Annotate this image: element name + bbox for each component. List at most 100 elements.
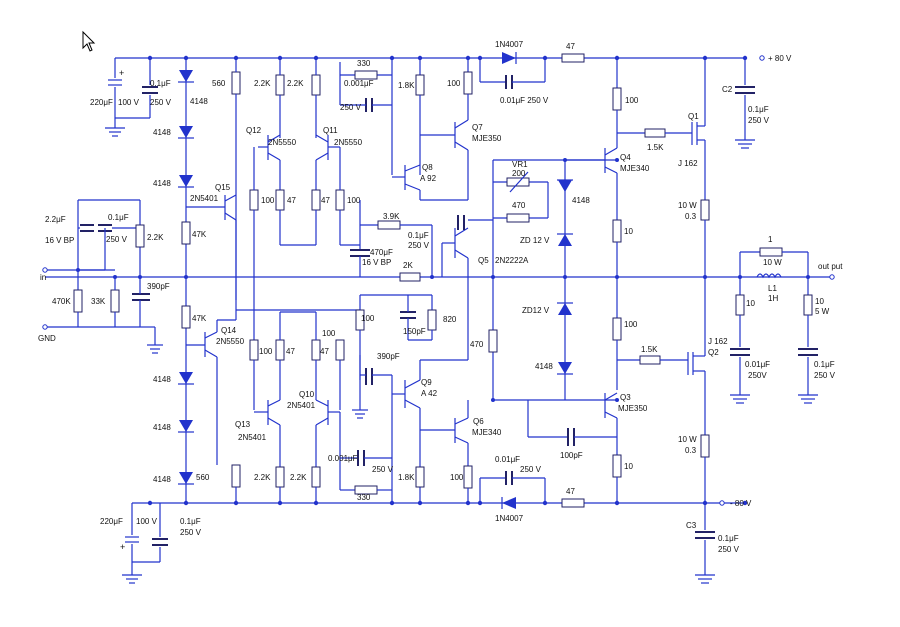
label-c22uF: 2.2μF — [45, 215, 66, 224]
label-c001uF-zob: 0.01μF — [745, 360, 770, 369]
label-q1-type: J 162 — [678, 159, 698, 168]
label-q2: Q2 — [708, 348, 719, 357]
label-q13: Q13 — [235, 420, 251, 429]
label-r47-top: 47 — [566, 42, 575, 51]
label-c01uF-in: 0.1μF — [108, 213, 129, 222]
label-r560-top: 560 — [212, 79, 226, 88]
label-c250v-mid: 250 V — [340, 103, 362, 112]
label-q14-type: 2N5550 — [216, 337, 245, 346]
label-1n4007-top: 1N4007 — [495, 40, 524, 49]
label-r22k-c: 2.2K — [254, 473, 271, 482]
label-r03-bot: 0.3 — [685, 446, 697, 455]
label-r10w-1: 10 W — [763, 258, 782, 267]
label-r47-c: 47 — [286, 347, 295, 356]
label-r100-b: 100 — [347, 196, 361, 205]
label-r22k-d: 2.2K — [290, 473, 307, 482]
label-c390pF-a: 390pF — [147, 282, 170, 291]
label-zd12-b: ZD12 V — [522, 306, 550, 315]
label-q12: Q12 — [246, 126, 262, 135]
label-r15k-top: 1.5K — [647, 143, 664, 152]
label-q2-type: J 162 — [708, 337, 728, 346]
label-q12-type: 2N5550 — [268, 138, 297, 147]
label-d4148-6: 4148 — [153, 475, 171, 484]
label-r100-q4: 100 — [625, 96, 639, 105]
label-d4148-2: 4148 — [153, 128, 171, 137]
label-q9-type: A 42 — [421, 389, 438, 398]
label-c250v-bot2: 250 V — [520, 465, 542, 474]
svg-text:+: + — [120, 542, 125, 552]
label-r39k: 3.9K — [383, 212, 400, 221]
label-q10-type: 2N5401 — [287, 401, 316, 410]
label-gnd: GND — [38, 334, 56, 343]
label-r100-d: 100 — [322, 329, 336, 338]
label-l1: L1 — [768, 284, 777, 293]
label-250v-top: 250 V — [150, 98, 172, 107]
label-q15-type: 2N5401 — [190, 194, 219, 203]
label-r03-top: 0.3 — [685, 212, 697, 221]
label-q5-type: 2N2222A — [495, 256, 529, 265]
label-1n4007-bot: 1N4007 — [495, 514, 524, 523]
label-l1-val: 1H — [768, 294, 778, 303]
label-r22k-in: 2.2K — [147, 233, 164, 242]
label-c001uF-top: 0.01μF 250 V — [500, 96, 549, 105]
label-d4148-5: 4148 — [153, 423, 171, 432]
label-c001uF-bot: 0.01μF — [495, 455, 520, 464]
label-c0001uF-bot: 0.001μF — [328, 454, 358, 463]
label-r10-out: 10 — [815, 297, 824, 306]
label-q5: Q5 — [478, 256, 489, 265]
label-r100-c: 100 — [259, 347, 273, 356]
label-c250v-bot: 250 V — [372, 465, 394, 474]
label-r100-e: 100 — [361, 314, 375, 323]
label-r100-q7: 100 — [447, 79, 461, 88]
label-c3-val: 0.1μF — [718, 534, 739, 543]
diode-string-left — [178, 58, 194, 503]
label-q9: Q9 — [421, 378, 432, 387]
label-c250v-in: 250 V — [106, 235, 128, 244]
label-c470uF: 470μF — [370, 248, 393, 257]
label-100v-top: 100 V — [118, 98, 140, 107]
label-r47-a: 47 — [287, 196, 296, 205]
input-network — [42, 199, 163, 354]
label-r47k-bot: 47K — [192, 314, 207, 323]
label-q4-type: MJE340 — [620, 164, 650, 173]
label-out: out put — [818, 262, 843, 271]
label-r18k-top: 1.8K — [398, 81, 415, 90]
label-q6: Q6 — [473, 417, 484, 426]
label-r47-b: 47 — [321, 196, 330, 205]
label-q3-type: MJE350 — [618, 404, 648, 413]
label-r33k: 33K — [91, 297, 106, 306]
label-r47k-top: 47K — [192, 230, 207, 239]
label-r10-q3: 10 — [624, 462, 633, 471]
label-250v-bot3: 250 V — [180, 528, 202, 537]
label-r330-bot: 330 — [357, 493, 371, 502]
label-c250v-mid2: 250 V — [408, 241, 430, 250]
label-r10-zob: 10 — [746, 299, 755, 308]
label-q7: Q7 — [472, 123, 483, 132]
label-100v-bot: 100 V — [136, 517, 158, 526]
label-vr1: VR1 — [512, 160, 528, 169]
label-c250v-zob: 250V — [748, 371, 767, 380]
bias-network — [350, 159, 617, 419]
label-q8-type: A 92 — [420, 174, 437, 183]
label-c0001uF-top: 0.001μF — [344, 79, 374, 88]
label-r10w-bot: 10 W — [678, 435, 697, 444]
mouse-cursor-icon — [82, 30, 96, 52]
label-d4148-z2: 4148 — [535, 362, 553, 371]
label-r100-a: 100 — [261, 196, 275, 205]
vas-top — [339, 52, 585, 201]
label-q7-type: MJE350 — [472, 134, 502, 143]
label-d4148-3: 4148 — [153, 179, 171, 188]
label-16vbp: 16 V BP — [45, 236, 74, 245]
output-stage — [565, 55, 835, 584]
label-c01uF-mid: 0.1μF — [408, 231, 429, 240]
supply-caps-top: + — [105, 57, 158, 137]
label-r470-b: 470 — [470, 340, 484, 349]
label-c100pF: 100pF — [560, 451, 583, 460]
label-r100-q6: 100 — [450, 473, 464, 482]
rails — [45, 57, 832, 504]
label-r100-q3: 100 — [624, 320, 638, 329]
label-r1: 1 — [768, 235, 773, 244]
label-c3: C3 — [686, 521, 697, 530]
label-c3-v: 250 V — [718, 545, 740, 554]
